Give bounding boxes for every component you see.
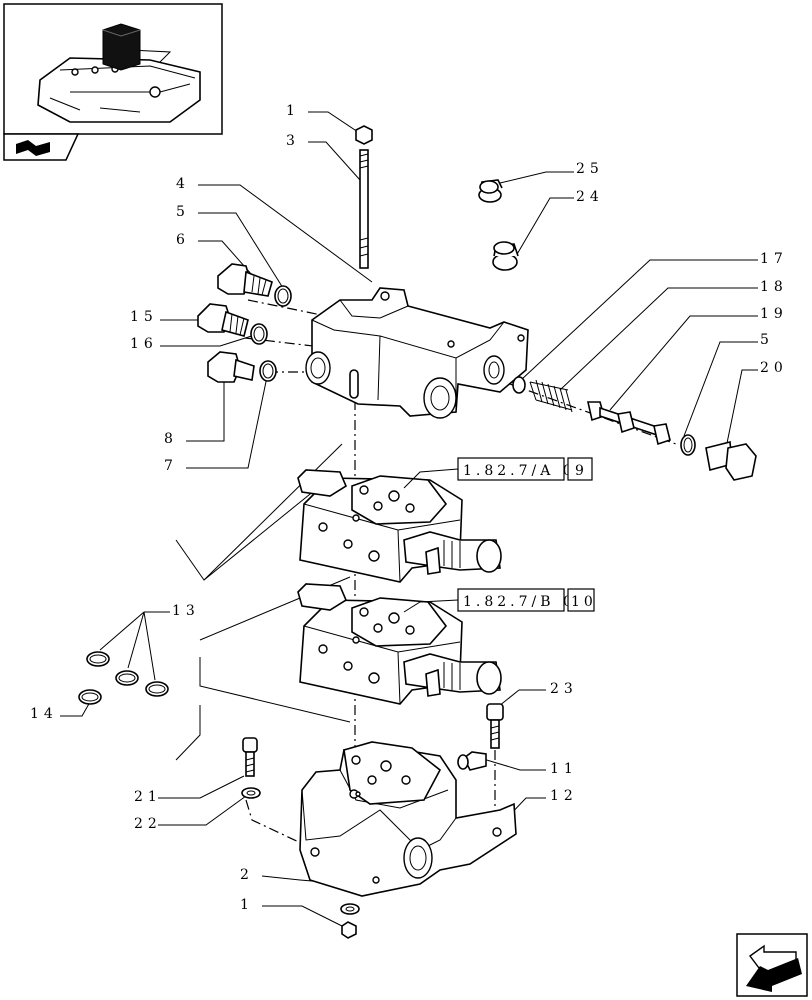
- callout-19: 19: [760, 306, 788, 322]
- ring-part-17: [512, 376, 526, 394]
- callout-8: 8: [164, 431, 178, 447]
- end-cover-part-12: [299, 741, 517, 897]
- callout-22: 22: [134, 816, 162, 832]
- nut-part-1-bottom: [341, 921, 357, 939]
- callout-25: 25: [576, 161, 604, 177]
- callout-1-bottom: 1: [240, 897, 254, 913]
- valve-section-upper: [297, 469, 502, 583]
- o-ring-part-5-left: [274, 285, 292, 307]
- callout-14: 14: [30, 706, 58, 722]
- o-ring-part-7: [259, 360, 277, 382]
- callout-16: 16: [130, 336, 158, 352]
- o-ring-part-5-right: [680, 434, 696, 456]
- callout-4: 4: [176, 176, 190, 192]
- plug-part-15: [197, 303, 249, 337]
- leader-lines: [60, 111, 758, 928]
- callout-17: 17: [760, 251, 788, 267]
- callout-3: 3: [286, 133, 300, 149]
- bolt-part-23: [486, 703, 504, 749]
- reference-box-upper[interactable]: 1.82.7/A 01 9: [403, 457, 593, 489]
- next-page-arrow-icon[interactable]: [736, 933, 808, 997]
- callout-12: 12: [550, 788, 578, 804]
- fitting-part-11: [457, 751, 487, 771]
- stud-part-3: [359, 149, 369, 269]
- callout-13: 13: [172, 603, 200, 619]
- spring-part-18: [529, 379, 573, 413]
- washer-part-2: [340, 903, 360, 915]
- callout-20: 20: [760, 360, 788, 376]
- callout-11: 11: [550, 761, 578, 777]
- callout-7: 7: [164, 458, 178, 474]
- assembly-thumbnail-icon[interactable]: [3, 3, 223, 135]
- plug-part-20: [705, 440, 757, 481]
- callout-21: 21: [134, 789, 162, 805]
- callout-18: 18: [760, 279, 788, 295]
- callout-15: 15: [130, 309, 158, 325]
- callout-5-right: 5: [760, 332, 774, 348]
- callout-5-left: 5: [176, 204, 190, 220]
- o-ring-part-16: [250, 323, 268, 345]
- reference-box-lower[interactable]: 1.82.7/B 01 10: [403, 588, 597, 613]
- washer-part-22: [241, 787, 261, 799]
- reference-code-lower: 1.82.7/B 01: [463, 594, 589, 610]
- callout-24: 24: [576, 189, 604, 205]
- callout-6: 6: [176, 232, 190, 248]
- callout-2: 2: [240, 867, 254, 883]
- nut-part-1-top: [355, 125, 373, 145]
- reference-index-lower: 10: [571, 594, 597, 610]
- callout-23: 23: [550, 681, 578, 697]
- callout-1-top: 1: [286, 103, 300, 119]
- bushing-part-24: [492, 241, 519, 271]
- seal-rings-part-13: [86, 651, 169, 697]
- bushing-part-25: [478, 179, 503, 203]
- valve-section-lower: [297, 583, 502, 705]
- reference-code-upper: 1.82.7/A 01: [463, 463, 589, 479]
- plug-part-6: [217, 263, 273, 297]
- catalog-book-icon[interactable]: [3, 133, 80, 161]
- bolt-part-21: [242, 737, 258, 777]
- plug-part-8: [207, 351, 255, 383]
- seal-ring-part-14: [78, 689, 102, 705]
- spool-part-19: [587, 401, 671, 446]
- reference-index-upper: 9: [575, 463, 588, 479]
- valve-cover-part-4: [305, 287, 529, 419]
